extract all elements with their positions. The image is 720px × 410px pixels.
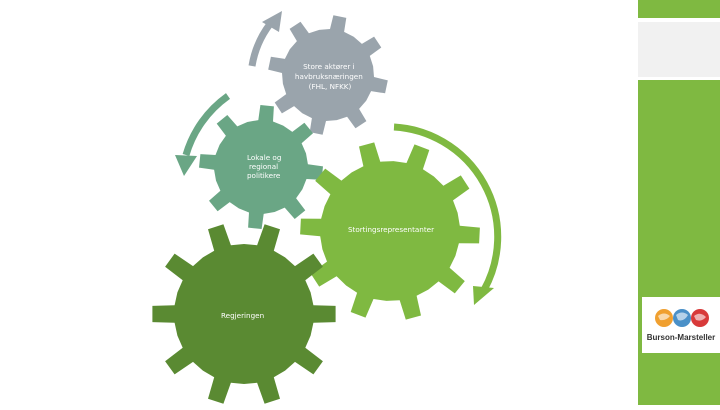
- arrow-gray-head: [262, 11, 282, 32]
- label-stortingsrepresentanter: Stortingsrepresentanter: [348, 225, 434, 234]
- sidebar-top-band: [638, 0, 720, 18]
- arrow-teal-head: [175, 155, 197, 176]
- logo-globe-icon: [655, 309, 709, 327]
- gear-stortingsrepresentanter: [300, 142, 480, 320]
- gear-lokale-politikere: [199, 105, 323, 229]
- gear-store-aktorer: [268, 15, 388, 135]
- label-regjeringen: Regjeringen: [221, 311, 264, 320]
- arrow-light-green-head: [473, 286, 494, 305]
- label-lokale-politikere: Lokale og regional politikere: [247, 153, 284, 180]
- gear-regjeringen: [152, 224, 336, 404]
- arrow-light-green: [393, 123, 502, 292]
- sidebar-light-band: [638, 22, 720, 77]
- logo-text: Burson-Marsteller: [646, 333, 716, 342]
- company-logo: Burson-Marsteller: [642, 297, 720, 353]
- label-store-aktorer: Store aktører i havbruksnæringen (FHL, N…: [295, 62, 365, 91]
- arrow-gray: [248, 21, 273, 67]
- right-sidebar: Burson-Marsteller: [638, 0, 720, 405]
- sidebar-green-band: [638, 80, 720, 405]
- arrow-teal: [182, 93, 231, 157]
